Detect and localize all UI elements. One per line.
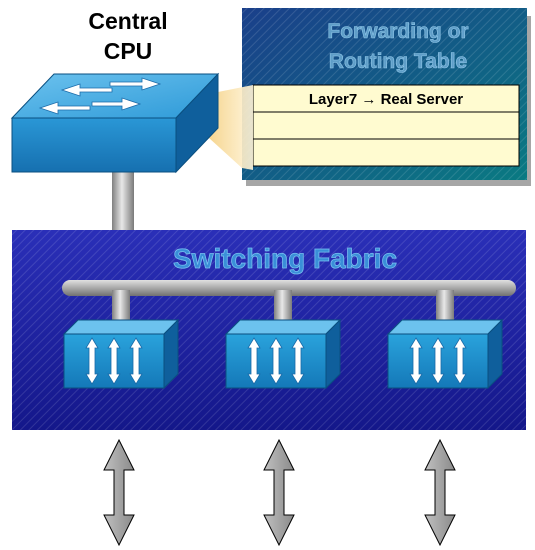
central-cpu-label: Central CPU <box>58 6 198 66</box>
external-link-arrow-icon <box>424 438 456 547</box>
forwarding-routing-table: Forwarding or Routing Table Layer7 → Rea… <box>242 8 531 186</box>
central-cpu-switch <box>10 72 220 174</box>
bus-drop <box>112 290 130 322</box>
table-title-line2: Routing Table <box>329 50 467 73</box>
port-module-2 <box>224 318 342 390</box>
bus-drop <box>436 290 454 322</box>
switch-arrows-icon <box>38 77 162 115</box>
bidirectional-arrows-icon <box>85 337 143 385</box>
bidirectional-arrows-icon <box>247 337 305 385</box>
external-link-arrow-icon <box>263 438 295 547</box>
fabric-bus <box>62 280 516 296</box>
cpu-label-line2: CPU <box>103 38 153 64</box>
table-row <box>252 111 520 140</box>
bidirectional-arrows-icon <box>409 337 467 385</box>
cpu-fabric-link <box>112 172 134 230</box>
table-title-line1: Forwarding or <box>327 20 468 43</box>
port-module-3 <box>386 318 504 390</box>
port-module-1 <box>62 318 180 390</box>
table-row-1-text: Layer7 → Real Server <box>309 91 463 108</box>
bus-drop <box>274 290 292 322</box>
external-link-arrow-icon <box>103 438 135 547</box>
table-row <box>252 138 520 167</box>
fabric-title: Switching Fabric <box>173 243 397 274</box>
cpu-label-line1: Central <box>88 8 168 34</box>
